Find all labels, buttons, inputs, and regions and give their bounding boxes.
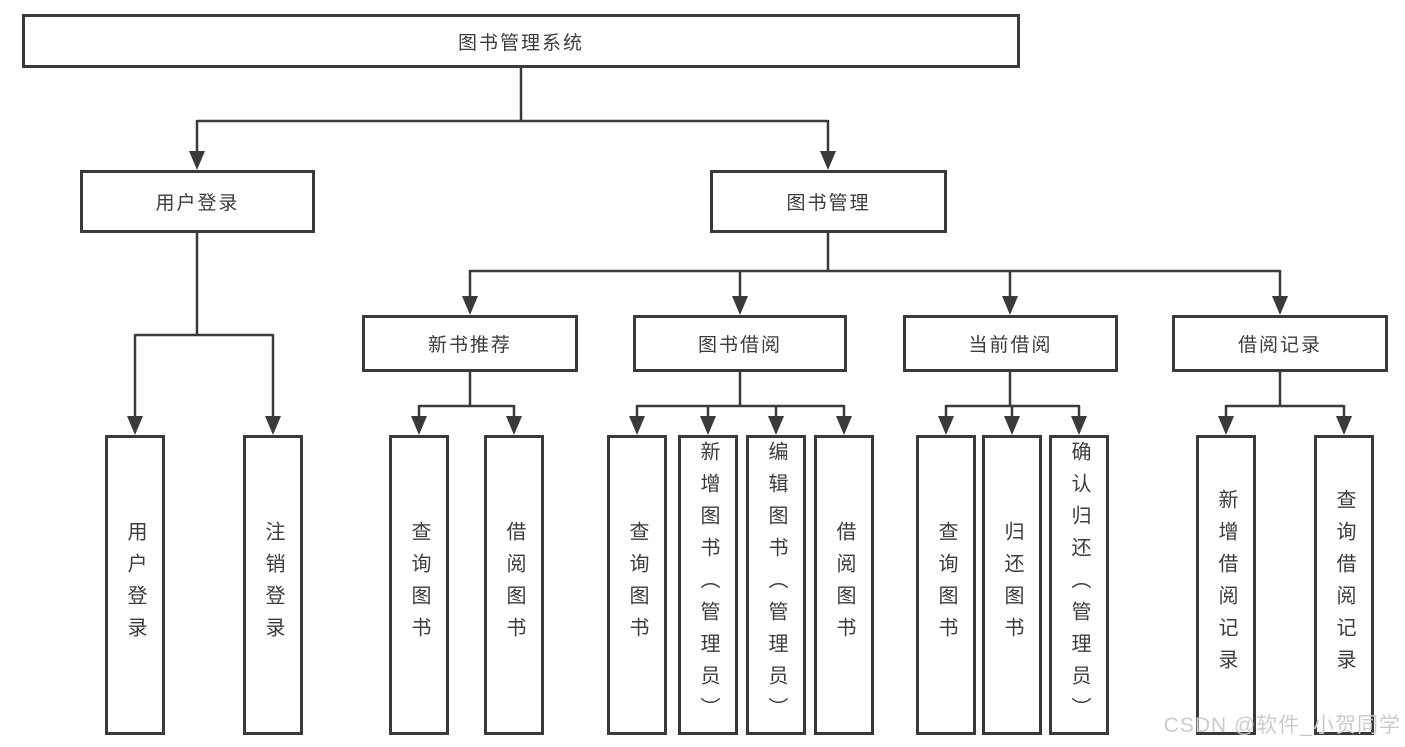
node-label: 编辑图书（管理员） (765, 441, 787, 729)
node-label: 新书推荐 (427, 335, 512, 356)
leaf-borrow-books-borrowing: 借阅图书 (814, 435, 874, 735)
node-label: 图书管理 (786, 193, 871, 214)
leaf-query-borrow-record: 查询借阅记录 (1314, 435, 1374, 735)
node-label: 用户登录 (155, 193, 240, 214)
node-label: 查询图书 (408, 521, 430, 649)
node-label: 新增图书（管理员） (697, 441, 719, 729)
leaf-confirm-return-admin: 确认归还（管理员） (1049, 435, 1109, 735)
leaf-query-books-current: 查询图书 (916, 435, 976, 735)
node-label: 确认归还（管理员） (1068, 441, 1090, 729)
leaf-add-borrow-record: 新增借阅记录 (1196, 435, 1256, 735)
leaf-add-book-admin: 新增图书（管理员） (678, 435, 738, 735)
node-book-borrowing: 图书借阅 (633, 315, 847, 372)
node-label: 图书管理系统 (457, 32, 584, 54)
leaf-user-login: 用户登录 (105, 435, 165, 735)
node-label: 归还图书 (1001, 521, 1023, 649)
leaf-query-books-recommend: 查询图书 (389, 435, 449, 735)
node-label: 查询借阅记录 (1333, 489, 1355, 681)
node-label: 用户登录 (124, 521, 146, 649)
node-label: 借阅图书 (503, 521, 525, 649)
node-label: 新增借阅记录 (1215, 489, 1237, 681)
node-borrowing-records: 借阅记录 (1172, 315, 1388, 372)
leaf-logout: 注销登录 (243, 435, 303, 735)
leaf-return-books: 归还图书 (982, 435, 1042, 735)
node-label: 查询图书 (626, 521, 648, 649)
node-label: 当前借阅 (968, 335, 1053, 356)
node-label: 图书借阅 (697, 335, 782, 356)
node-library-management-system: 图书管理系统 (22, 14, 1020, 68)
node-label: 借阅图书 (833, 521, 855, 649)
node-label: 查询图书 (935, 521, 957, 649)
node-book-management: 图书管理 (710, 170, 947, 233)
node-user-login: 用户登录 (80, 170, 315, 233)
leaf-query-books-borrowing: 查询图书 (607, 435, 667, 735)
leaf-edit-book-admin: 编辑图书（管理员） (746, 435, 806, 735)
node-label: 注销登录 (262, 521, 284, 649)
leaf-borrow-books-recommend: 借阅图书 (484, 435, 544, 735)
node-current-borrowing: 当前借阅 (903, 315, 1118, 372)
node-new-book-recommendation: 新书推荐 (362, 315, 578, 372)
node-label: 借阅记录 (1237, 335, 1322, 356)
csdn-watermark: CSDN @软件_小贺同学 (1163, 714, 1401, 737)
